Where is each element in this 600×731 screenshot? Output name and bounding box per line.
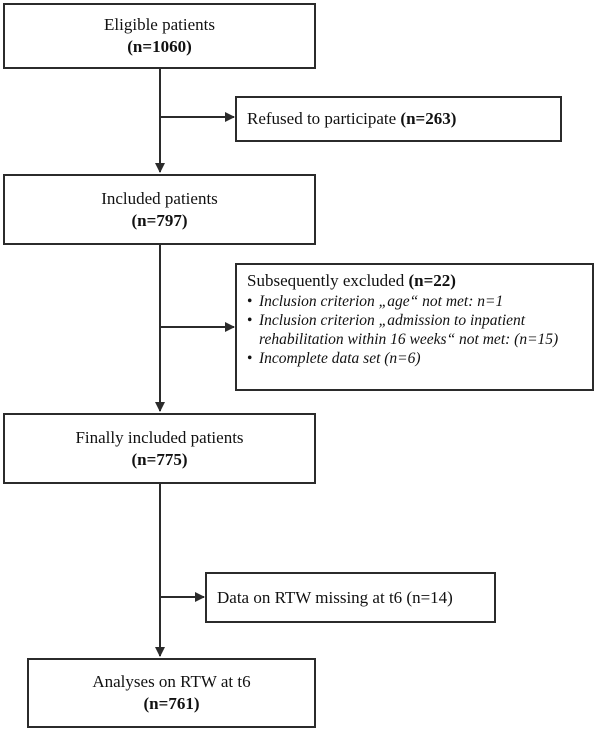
analyses-title: Analyses on RTW at t6 [92, 672, 251, 691]
refused-box: Refused to participate (n=263) [235, 96, 562, 142]
analyses-box: Analyses on RTW at t6 (n=761) [27, 658, 316, 728]
exclusion-item-incomplete: Incomplete data set (n=6) [247, 349, 584, 368]
final-count: (n=775) [131, 449, 188, 469]
final-title: Finally included patients [75, 427, 244, 447]
analyses-count: (n=761) [143, 694, 200, 713]
exclusion-item-admission: Inclusion criterion „admission to inpati… [247, 311, 584, 349]
eligible-title: Eligible patients [104, 15, 215, 34]
excluded-heading-count: (n=22) [408, 271, 456, 290]
exclusion-list: Inclusion criterion „age“ not met: n=1 I… [247, 292, 584, 368]
rtw-missing-text: Data on RTW missing at t6 (n=14) [217, 587, 453, 607]
excluded-heading: Subsequently excluded (n=22) [247, 271, 584, 290]
eligible-count: (n=1060) [127, 37, 192, 56]
eligible-patients-box: Eligible patients (n=1060) [3, 3, 316, 69]
excluded-heading-text: Subsequently excluded [247, 271, 405, 290]
excluded-box: Subsequently excluded (n=22) Inclusion c… [235, 263, 594, 391]
included-title: Included patients [101, 188, 218, 208]
rtw-missing-box: Data on RTW missing at t6 (n=14) [205, 572, 496, 623]
included-patients-box: Included patients (n=797) [3, 174, 316, 245]
included-count: (n=797) [131, 210, 188, 230]
finally-included-box: Finally included patients (n=775) [3, 413, 316, 484]
refused-text: Refused to participate [247, 109, 397, 128]
exclusion-item-age: Inclusion criterion „age“ not met: n=1 [247, 292, 584, 311]
refused-count: (n=263) [400, 109, 457, 128]
